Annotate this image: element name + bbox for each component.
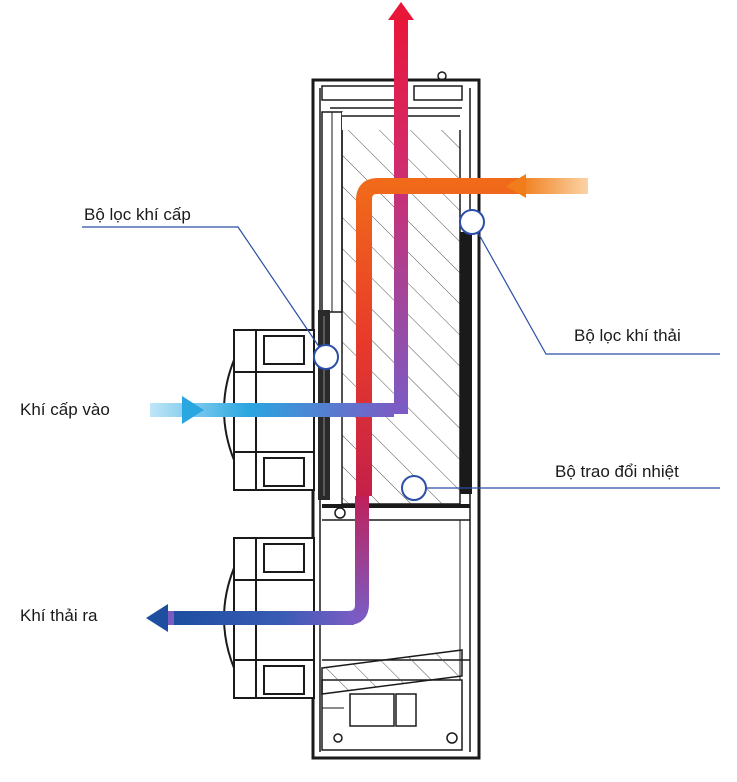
supply-in-stream [150,403,394,417]
up-arrow-icon [388,2,414,20]
label-supply-filter: Bộ lọc khí cấp [84,205,191,224]
label-supply-in: Khí cấp vào [20,400,110,419]
outdoor-intake-loop [356,178,585,496]
right-arrow-icon [182,396,204,424]
filter-marker-icon [313,209,485,501]
exhaust-filter-bar [460,232,472,494]
leader-lines [82,221,720,489]
label-heat-exchanger: Bộ trao đổi nhiệt [555,462,679,481]
left-arrow-icon [146,604,168,632]
left-arrow-icon [506,174,526,198]
label-exhaust-filter: Bộ lọc khí thải [574,326,681,345]
exhaust-up-stream [394,18,408,414]
label-exhaust-out: Khí thải ra [20,606,98,625]
